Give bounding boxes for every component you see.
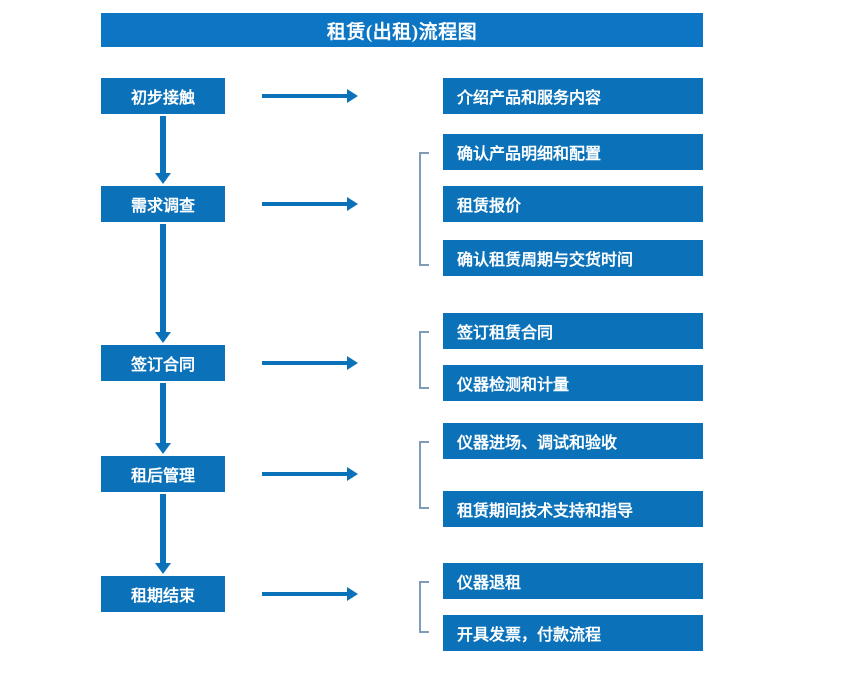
stage-node-5[interactable]: 租期结束 <box>101 576 225 612</box>
detail-node-1[interactable]: 介绍产品和服务内容 <box>443 78 703 114</box>
detail-node-10-label: 开具发票，付款流程 <box>457 627 602 644</box>
group-bracket-icon-4 <box>419 441 429 509</box>
detail-node-8[interactable]: 租赁期间技术支持和指导 <box>443 491 703 527</box>
group-bracket-icon-3 <box>419 331 429 389</box>
stage-node-2-label: 需求调查 <box>130 198 195 215</box>
detail-node-6-label: 仪器检测和计量 <box>457 377 570 394</box>
diagram-title-bar: 租赁(出租)流程图 <box>101 13 703 47</box>
stage-node-4-label: 租后管理 <box>130 468 195 485</box>
detail-node-7-label: 仪器进场、调试和验收 <box>457 435 618 452</box>
detail-node-6[interactable]: 仪器检测和计量 <box>443 365 703 401</box>
stage-node-1-label: 初步接触 <box>130 90 195 107</box>
detail-node-1-label: 介绍产品和服务内容 <box>457 90 602 107</box>
group-bracket-icon-5 <box>419 581 429 633</box>
arrow-down-icon-4 <box>155 494 171 574</box>
stage-node-1[interactable]: 初步接触 <box>101 78 225 114</box>
stage-node-2[interactable]: 需求调查 <box>101 186 225 222</box>
arrow-right-icon-2 <box>262 197 358 211</box>
detail-node-10[interactable]: 开具发票，付款流程 <box>443 615 703 651</box>
detail-node-4-label: 确认租赁周期与交货时间 <box>457 252 634 269</box>
arrow-right-icon-5 <box>262 587 358 601</box>
detail-node-7[interactable]: 仪器进场、调试和验收 <box>443 423 703 459</box>
arrow-down-icon-3 <box>155 383 171 454</box>
detail-node-9-label: 仪器退租 <box>457 575 522 592</box>
detail-node-8-label: 租赁期间技术支持和指导 <box>457 503 634 520</box>
arrow-right-icon-4 <box>262 467 358 481</box>
diagram-title: 租赁(出租)流程图 <box>326 21 478 43</box>
detail-node-2-label: 确认产品明细和配置 <box>457 146 602 163</box>
stage-node-3-label: 签订合同 <box>130 357 195 374</box>
detail-node-4[interactable]: 确认租赁周期与交货时间 <box>443 240 703 276</box>
arrow-down-icon-2 <box>155 224 171 343</box>
detail-node-5-label: 签订租赁合同 <box>457 325 554 342</box>
stage-node-4[interactable]: 租后管理 <box>101 456 225 492</box>
stage-node-5-label: 租期结束 <box>130 588 195 605</box>
arrow-right-icon-3 <box>262 356 358 370</box>
arrow-down-icon-1 <box>155 116 171 184</box>
detail-node-9[interactable]: 仪器退租 <box>443 563 703 599</box>
detail-node-3[interactable]: 租赁报价 <box>443 186 703 222</box>
detail-node-3-label: 租赁报价 <box>457 198 522 215</box>
stage-node-3[interactable]: 签订合同 <box>101 345 225 381</box>
detail-node-2[interactable]: 确认产品明细和配置 <box>443 134 703 170</box>
detail-node-5[interactable]: 签订租赁合同 <box>443 313 703 349</box>
arrow-right-icon-1 <box>262 89 358 103</box>
group-bracket-icon-2 <box>419 152 429 266</box>
